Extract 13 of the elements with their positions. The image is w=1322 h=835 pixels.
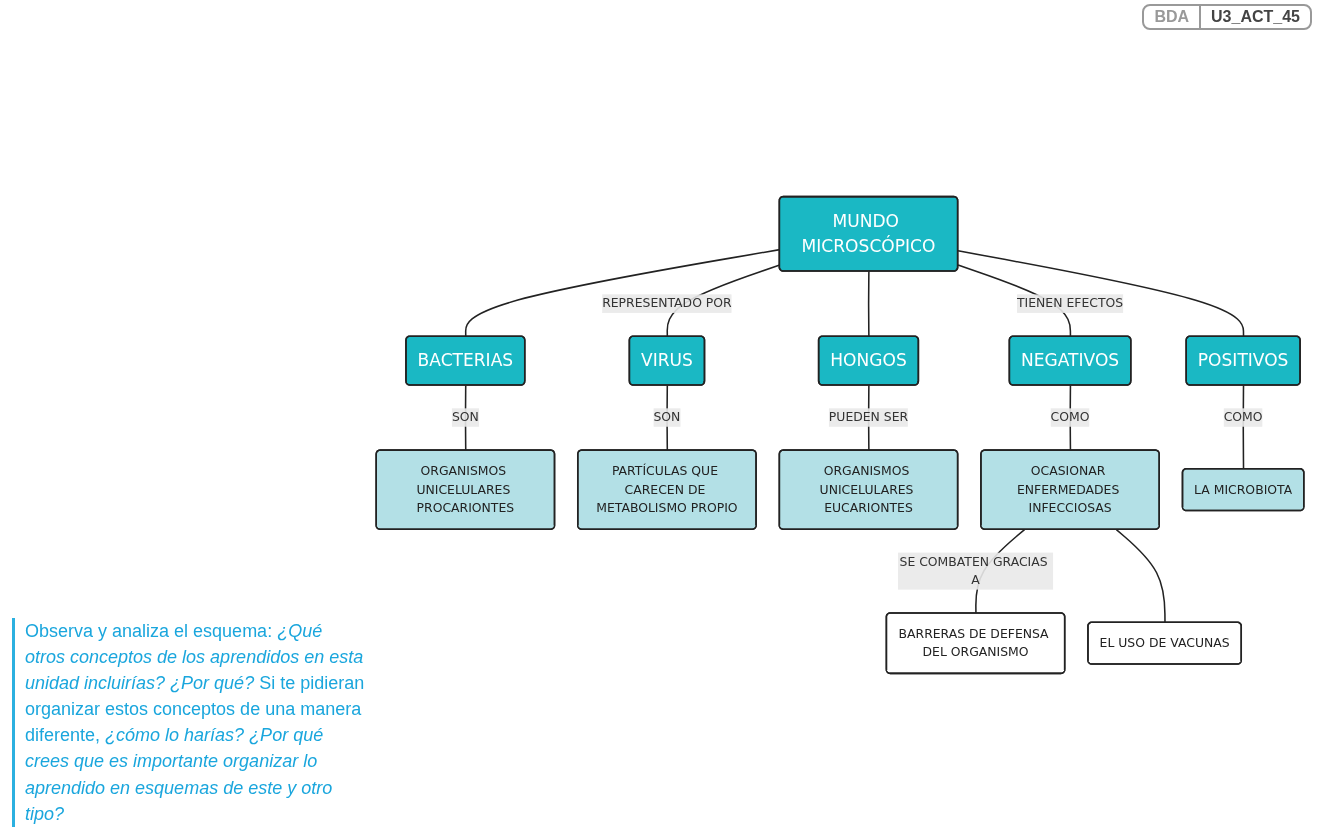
edge-label: TIENEN EFECTOS <box>1017 295 1124 311</box>
connector <box>867 270 870 338</box>
instruction-paragraph: Observa y analiza el esquema: ¿Qué otros conceptos de los aprendidos en esta unidad incluirías? ¿Por qué? Si te pidieran organizar estos conceptos de una manera diferente, ¿cómo lo harías? ¿Por qué crees que es importante organizar lo aprendido en esquemas de este y otro tipo? <box>12 618 365 827</box>
edge-label: PUEDEN SER <box>828 409 909 425</box>
edge-label: SE COMBATEN GRACIAS A <box>899 554 1048 588</box>
connector <box>1115 528 1166 624</box>
activity-code: U3_ACT_45 <box>1210 7 1301 27</box>
edge-label: COMO <box>1050 409 1090 425</box>
edge-label: REPRESENTADO POR <box>602 295 732 311</box>
edge-label: SON <box>653 409 681 425</box>
edge-label: COMO <box>1223 409 1263 425</box>
edge-label: SON <box>451 409 479 425</box>
badge-label: BDA <box>1144 6 1202 28</box>
